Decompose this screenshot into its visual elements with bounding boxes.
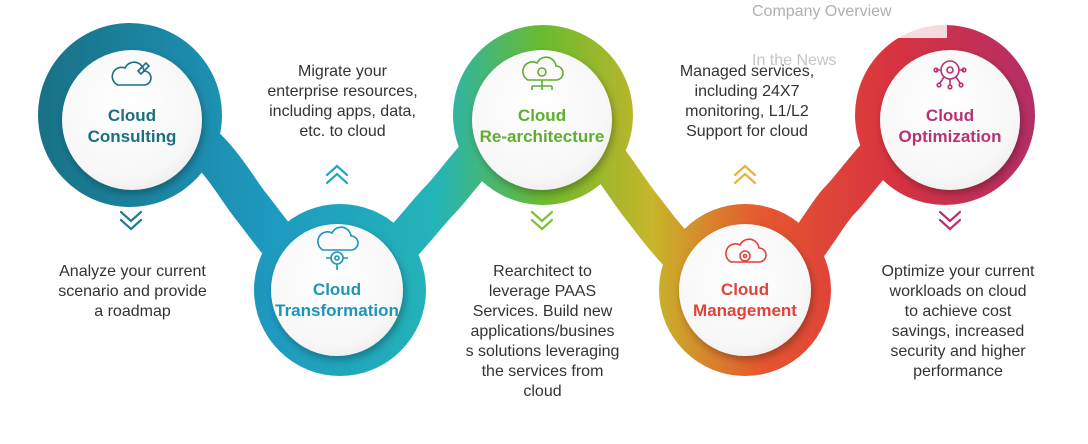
stage-title-line1: Cloud — [720, 280, 770, 299]
chevron-down-icon — [119, 210, 143, 231]
description-line: the services from — [481, 363, 604, 380]
stage-title-line1: Cloud — [517, 106, 567, 125]
stage-disc-management — [679, 224, 811, 356]
brain-network-icon — [933, 60, 967, 90]
stage-title-line1: Cloud — [107, 106, 157, 125]
chevron-up-icon — [733, 164, 757, 185]
stage-disc-consulting — [62, 50, 202, 190]
cloud-network-icon — [522, 56, 564, 90]
description-line: etc. to cloud — [299, 123, 386, 140]
description-line: Migrate your — [298, 63, 387, 80]
description-line: s solutions leveraging — [465, 343, 620, 360]
description-line: including apps, data, — [269, 103, 416, 120]
nav-item-in-the-news[interactable]: In the News — [752, 52, 837, 69]
stage-title-line1: Cloud — [925, 106, 975, 125]
description-line: Rearchitect to — [493, 263, 592, 280]
stage-description-transformation: Migrate your enterprise resources, inclu… — [240, 62, 445, 142]
chevron-up-icon — [325, 164, 349, 185]
description-line: a roadmap — [94, 303, 171, 320]
cloud-edit-icon — [111, 61, 152, 86]
description-line: Managed services, — [679, 63, 815, 80]
description-line: applications/busines — [470, 323, 615, 340]
description-line: enterprise resources, — [267, 83, 418, 100]
description-line: leverage PAAS — [488, 283, 597, 300]
description-line: Optimize your current — [881, 263, 1035, 280]
stage-title-optimization: Cloud Optimization — [880, 105, 1020, 147]
cloud-gear-icon — [317, 226, 359, 270]
stage-title-line2: Optimization — [898, 127, 1002, 146]
stage-title-transformation: Cloud Transformation — [262, 279, 412, 321]
stage-title-line2: Re-architecture — [479, 127, 605, 146]
stage-description-optimization: Optimize your current workloads on cloud… — [858, 262, 1058, 382]
stage-title-management: Cloud Management — [675, 279, 815, 321]
stage-title-line2: Consulting — [87, 127, 177, 146]
description-line: cloud — [523, 383, 562, 400]
description-line: Services. Build new — [472, 303, 613, 320]
description-line: Analyze your current — [59, 263, 206, 280]
stage-description-consulting: Analyze your current scenario and provid… — [30, 262, 235, 322]
stage-disc-transformation — [271, 224, 403, 356]
description-line: performance — [913, 363, 1003, 380]
chevron-down-icon — [530, 210, 554, 231]
chevron-down-icon — [938, 210, 962, 231]
description-line: Support for cloud — [686, 123, 808, 140]
stage-title-line2: Transformation — [275, 301, 399, 320]
stage-description-rearchitecture: Rearchitect to leverage PAAS Services. B… — [445, 262, 640, 402]
stage-description-management: Managed services, including 24X7 monitor… — [652, 62, 842, 142]
nav-dropdown-background — [742, 0, 947, 38]
description-line: security and higher — [890, 343, 1026, 360]
nav-item-company-overview[interactable]: Company Overview — [752, 3, 892, 20]
description-line: scenario and provide — [58, 283, 207, 300]
description-line: monitoring, L1/L2 — [685, 103, 809, 120]
cloud-settings-icon — [725, 238, 767, 263]
description-line: workloads on cloud — [889, 283, 1027, 300]
description-line: including 24X7 — [694, 83, 800, 100]
description-line: to achieve cost — [904, 303, 1012, 320]
stage-disc-rearchitecture — [472, 50, 612, 190]
description-line: savings, increased — [891, 323, 1025, 340]
stage-disc-optimization — [880, 50, 1020, 190]
stage-title-consulting: Cloud Consulting — [72, 105, 192, 147]
stage-title-rearchitecture: Cloud Re-architecture — [467, 105, 617, 147]
stage-title-line2: Management — [693, 301, 797, 320]
stage-title-line1: Cloud — [312, 280, 362, 299]
